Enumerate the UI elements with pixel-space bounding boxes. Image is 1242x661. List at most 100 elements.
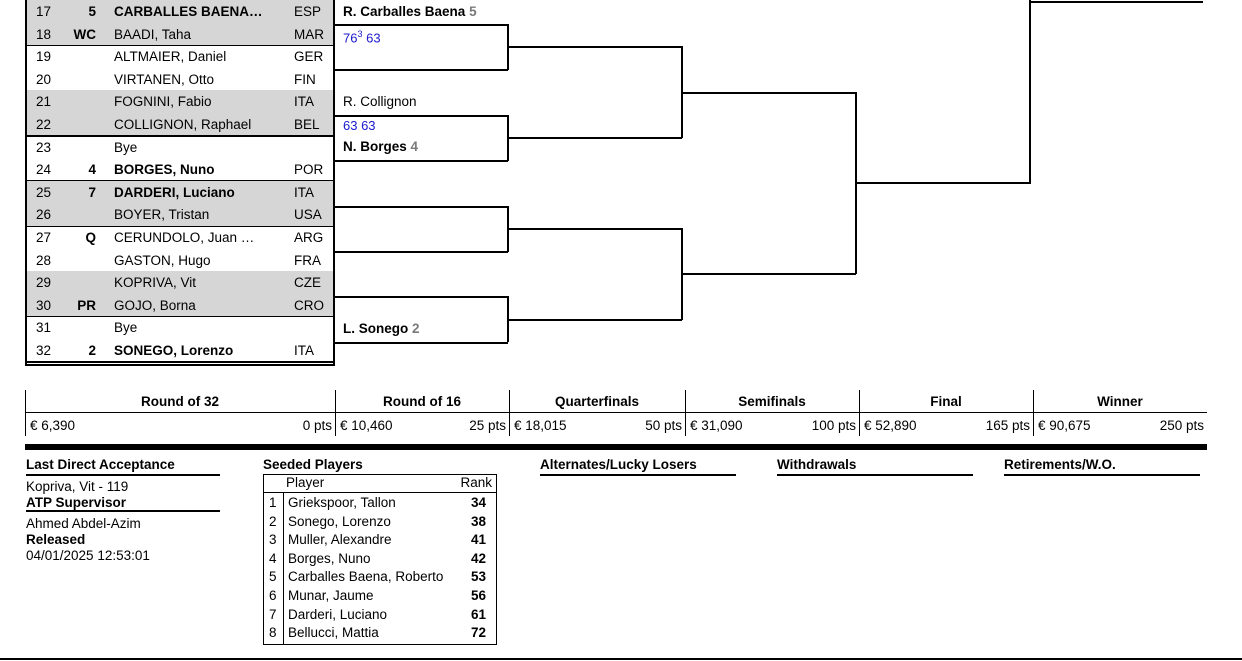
seed-number: 6 xyxy=(269,588,277,603)
seed-player: Darderi, Luciano xyxy=(288,606,388,622)
draw-pair-divider xyxy=(25,225,335,227)
bracket-line xyxy=(855,92,857,274)
prize-round-label: Round of 32 xyxy=(141,394,219,409)
draw-number: 23 xyxy=(36,139,52,155)
player-name: Bye xyxy=(114,139,138,155)
prize-col-divider xyxy=(509,390,510,436)
nationality: USA xyxy=(294,207,322,223)
bracket-line xyxy=(335,115,508,117)
supervisor-title: ATP Supervisor xyxy=(26,495,127,510)
prize-money: € 90,675 xyxy=(1038,418,1091,433)
nationality: GER xyxy=(294,49,324,65)
nationality: ITA xyxy=(294,94,314,110)
bracket-line xyxy=(335,251,508,253)
draw-number: 26 xyxy=(36,207,52,223)
nationality: BEL xyxy=(294,117,320,132)
lda-title: Last Direct Acceptance xyxy=(26,457,175,472)
prize-col-divider xyxy=(335,390,336,436)
draw-number: 30 xyxy=(36,297,52,313)
prize-col-divider xyxy=(859,390,860,436)
draw-number: 29 xyxy=(36,275,52,291)
prize-round-label: Semifinals xyxy=(738,394,806,409)
draw-seed: 5 xyxy=(88,4,96,19)
nationality: ITA xyxy=(294,343,314,358)
underline xyxy=(777,474,973,476)
bracket-line xyxy=(507,115,509,161)
draw-number: 27 xyxy=(36,230,52,245)
seed-player: Muller, Alexandre xyxy=(288,532,392,548)
draw-number: 17 xyxy=(36,4,52,19)
bracket-line xyxy=(508,228,682,230)
seed-rank: 72 xyxy=(470,625,486,641)
seed-player: Borges, Nuno xyxy=(288,550,371,566)
draw-row: 23 Bye xyxy=(26,136,333,159)
draw-row: 17 5 CARBALLES BAENA, ... ESP xyxy=(26,0,333,23)
prize-round-label: Round of 16 xyxy=(383,394,461,409)
player-name: CARBALLES BAENA, ... xyxy=(114,4,264,19)
player-name: GASTON, Hugo xyxy=(114,252,211,268)
prize-money: € 18,015 xyxy=(514,418,567,433)
draw-number: 18 xyxy=(36,26,52,42)
r16-winner-4: N. Borges 4 xyxy=(343,139,419,154)
r16-score-1: 763 63 xyxy=(343,29,381,46)
draw-pair-divider xyxy=(25,44,335,47)
seed-number: 5 xyxy=(269,569,277,585)
released-value: 04/01/2025 12:53:01 xyxy=(26,548,150,563)
prize-points: 0 pts xyxy=(302,418,332,433)
prize-round-label: Quarterfinals xyxy=(554,394,640,409)
nationality: ITA xyxy=(294,184,314,200)
seed-rank: 42 xyxy=(470,550,486,566)
draw-number: 31 xyxy=(36,320,52,336)
prize-points: 25 pts xyxy=(469,418,506,433)
seed-player: Bellucci, Mattia xyxy=(288,625,379,641)
r16-winner-8: L. Sonego 2 xyxy=(343,321,420,336)
alternates-title: Alternates/Lucky Losers xyxy=(540,457,697,472)
bracket-line xyxy=(682,273,856,275)
seed-number: 1 xyxy=(269,495,277,510)
seed-rank: 61 xyxy=(470,606,486,622)
underline xyxy=(26,474,220,476)
draw-seed: 7 xyxy=(88,184,96,200)
draw-right-border xyxy=(333,0,335,365)
underline xyxy=(26,510,220,512)
bracket-line xyxy=(507,206,509,252)
nationality: ESP xyxy=(294,4,322,19)
prize-money: € 52,890 xyxy=(864,418,917,433)
player-name: BAADI, Taha xyxy=(114,26,192,42)
prize-col-divider xyxy=(1033,390,1034,436)
prize-money: € 10,460 xyxy=(340,418,393,433)
draw-seed: Q xyxy=(85,230,96,245)
seed-rank: 53 xyxy=(470,569,486,585)
bracket-line xyxy=(335,24,508,26)
player-name: GOJO, Borna xyxy=(114,297,196,313)
draw-seed: WC xyxy=(73,26,97,42)
prize-money: € 31,090 xyxy=(690,418,743,433)
withdrawals-title: Withdrawals xyxy=(777,457,857,472)
nationality: FIN xyxy=(294,71,316,87)
seed-number: 2 xyxy=(269,513,277,529)
nationality: CZE xyxy=(294,275,321,291)
seed-player: Griekspoor, Tallon xyxy=(288,495,396,510)
draw-number: 32 xyxy=(36,343,52,358)
draw-row: 18 WC BAADI, Taha MAR xyxy=(26,22,333,46)
draw-seed: 2 xyxy=(88,343,96,358)
nationality: CRO xyxy=(294,297,324,313)
supervisor-value: Ahmed Abdel-Azim xyxy=(26,516,141,531)
bracket-line xyxy=(508,137,682,139)
prize-money: € 6,390 xyxy=(30,418,76,433)
nationality: MAR xyxy=(294,26,324,42)
seed-player: Sonego, Lorenzo xyxy=(288,513,391,529)
draw-number: 19 xyxy=(36,49,52,65)
seed-col-divider xyxy=(283,492,284,644)
draw-bottom-border xyxy=(25,364,335,366)
